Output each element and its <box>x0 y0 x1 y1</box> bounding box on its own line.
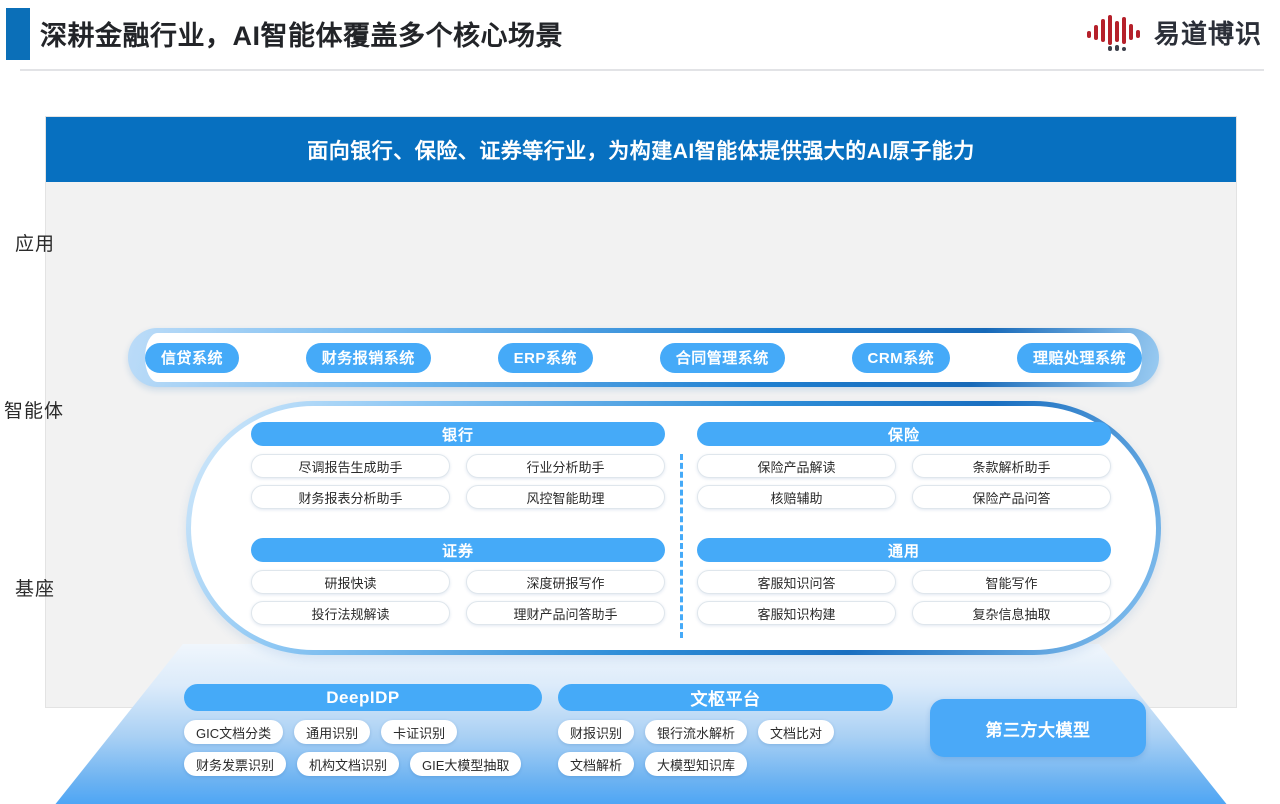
header-divider <box>20 69 1264 71</box>
agent-quadrant-title: 证券 <box>251 538 665 562</box>
base-row: 文档解析 大模型知识库 <box>558 752 893 776</box>
base-group-rows: GIC文档分类 通用识别 卡证识别 财务发票识别 机构文档识别 GIE大模型抽取 <box>184 720 542 776</box>
row-label-application: 应用 <box>15 234 56 255</box>
agent-quadrant-title: 银行 <box>251 422 665 446</box>
agent-capsule: 银行 尽调报告生成助手 行业分析助手 财务报表分析助手 风控智能助理 保险 保险… <box>186 401 1161 655</box>
agent-row: 客服知识问答 智能写作 <box>697 570 1111 594</box>
agent-pill[interactable]: 客服知识构建 <box>697 601 896 625</box>
agent-pill[interactable]: 复杂信息抽取 <box>912 601 1111 625</box>
agent-quadrant-general: 通用 客服知识问答 智能写作 客服知识构建 复杂信息抽取 <box>697 538 1111 644</box>
app-chip-claims[interactable]: 理赔处理系统 <box>1016 342 1142 373</box>
base-pill[interactable]: 财务发票识别 <box>184 752 287 776</box>
base-pill[interactable]: 文档比对 <box>758 720 835 744</box>
base-pill[interactable]: 文档解析 <box>558 752 635 776</box>
agent-row: 投行法规解读 理财产品问答助手 <box>251 601 665 625</box>
base-pill[interactable]: 通用识别 <box>294 720 371 744</box>
agent-row: 核赔辅助 保险产品问答 <box>697 485 1111 509</box>
brand-logo: 易道博识 <box>1086 12 1262 52</box>
page-title: 深耕金融行业，AI智能体覆盖多个核心场景 <box>40 21 563 51</box>
base-pill[interactable]: GIC文档分类 <box>184 720 284 744</box>
row-label-base: 基座 <box>15 579 56 600</box>
agent-pill[interactable]: 风控智能助理 <box>466 485 665 509</box>
agent-row: 客服知识构建 复杂信息抽取 <box>697 601 1111 625</box>
base-content: DeepIDP GIC文档分类 通用识别 卡证识别 财务发票识别 机构文档识别 … <box>46 644 1236 804</box>
row-label-agent: 智能体 <box>4 401 65 422</box>
agent-quadrant-securities: 证券 研报快读 深度研报写作 投行法规解读 理财产品问答助手 <box>251 538 665 644</box>
base-row: GIC文档分类 通用识别 卡证识别 <box>184 720 542 744</box>
agent-quadrant-insurance: 保险 保险产品解读 条款解析助手 核赔辅助 保险产品问答 <box>697 422 1111 528</box>
agent-pill[interactable]: 深度研报写作 <box>466 570 665 594</box>
brand-name: 易道博识 <box>1153 18 1262 49</box>
agent-pill[interactable]: 理财产品问答助手 <box>466 601 665 625</box>
agent-pill[interactable]: 保险产品解读 <box>697 454 896 478</box>
base-row: 财报识别 银行流水解析 文档比对 <box>558 720 893 744</box>
architecture-card: 面向银行、保险、证券等行业，为构建AI智能体提供强大的AI原子能力 DeepID… <box>45 116 1237 804</box>
base-pill[interactable]: 银行流水解析 <box>645 720 748 744</box>
agent-pill[interactable]: 客服知识问答 <box>697 570 896 594</box>
agent-quadrant-bank: 银行 尽调报告生成助手 行业分析助手 财务报表分析助手 风控智能助理 <box>251 422 665 528</box>
banner: 面向银行、保险、证券等行业，为构建AI智能体提供强大的AI原子能力 <box>46 117 1236 182</box>
agent-row: 尽调报告生成助手 行业分析助手 <box>251 454 665 478</box>
app-chip-credit[interactable]: 信贷系统 <box>145 342 240 373</box>
agent-grid: 银行 尽调报告生成助手 行业分析助手 财务报表分析助手 风控智能助理 保险 保险… <box>251 422 1111 644</box>
application-capsule: 信贷系统 财务报销系统 ERP系统 合同管理系统 CRM系统 理赔处理系统 <box>128 328 1159 387</box>
agent-pill[interactable]: 保险产品问答 <box>912 485 1111 509</box>
agent-pill[interactable]: 投行法规解读 <box>251 601 450 625</box>
agent-pill[interactable]: 条款解析助手 <box>912 454 1111 478</box>
base-pill[interactable]: 机构文档识别 <box>297 752 400 776</box>
agent-pill[interactable]: 研报快读 <box>251 570 450 594</box>
base-group-rows: 财报识别 银行流水解析 文档比对 文档解析 大模型知识库 <box>558 720 893 776</box>
agent-row: 财务报表分析助手 风控智能助理 <box>251 485 665 509</box>
app-chip-erp[interactable]: ERP系统 <box>497 342 593 373</box>
logo-bars-icon <box>1086 15 1140 51</box>
base-pill[interactable]: 卡证识别 <box>381 720 458 744</box>
base-row: 财务发票识别 机构文档识别 GIE大模型抽取 <box>184 752 542 776</box>
agent-quadrant-title: 通用 <box>697 538 1111 562</box>
app-chip-finance-reimbursement[interactable]: 财务报销系统 <box>305 342 431 373</box>
header-accent-bar <box>6 8 30 60</box>
agent-row: 保险产品解读 条款解析助手 <box>697 454 1111 478</box>
base-group-deepidp: DeepIDP GIC文档分类 通用识别 卡证识别 财务发票识别 机构文档识别 … <box>184 684 542 784</box>
agent-pill[interactable]: 智能写作 <box>912 570 1111 594</box>
agent-pill[interactable]: 财务报表分析助手 <box>251 485 450 509</box>
base-pill[interactable]: 大模型知识库 <box>645 752 748 776</box>
app-chip-crm[interactable]: CRM系统 <box>851 342 951 373</box>
base-pill[interactable]: 财报识别 <box>558 720 635 744</box>
base-pill[interactable]: GIE大模型抽取 <box>410 752 522 776</box>
base-layer: DeepIDP GIC文档分类 通用识别 卡证识别 财务发票识别 机构文档识别 … <box>46 644 1236 804</box>
agent-quadrant-title: 保险 <box>697 422 1111 446</box>
agent-pill[interactable]: 行业分析助手 <box>466 454 665 478</box>
agent-row: 研报快读 深度研报写作 <box>251 570 665 594</box>
banner-text: 面向银行、保险、证券等行业，为构建AI智能体提供强大的AI原子能力 <box>307 139 975 163</box>
base-group-title: 文枢平台 <box>558 684 893 711</box>
page-header: 深耕金融行业，AI智能体覆盖多个核心场景 <box>0 0 1280 71</box>
agent-pill[interactable]: 核赔辅助 <box>697 485 896 509</box>
third-party-model-box[interactable]: 第三方大模型 <box>930 699 1146 757</box>
app-chip-contract-management[interactable]: 合同管理系统 <box>659 342 785 373</box>
agent-column-divider <box>679 454 683 638</box>
base-group-title: DeepIDP <box>184 684 542 711</box>
base-group-wenshu: 文枢平台 财报识别 银行流水解析 文档比对 文档解析 大模型知识库 <box>558 684 893 784</box>
agent-pill[interactable]: 尽调报告生成助手 <box>251 454 450 478</box>
